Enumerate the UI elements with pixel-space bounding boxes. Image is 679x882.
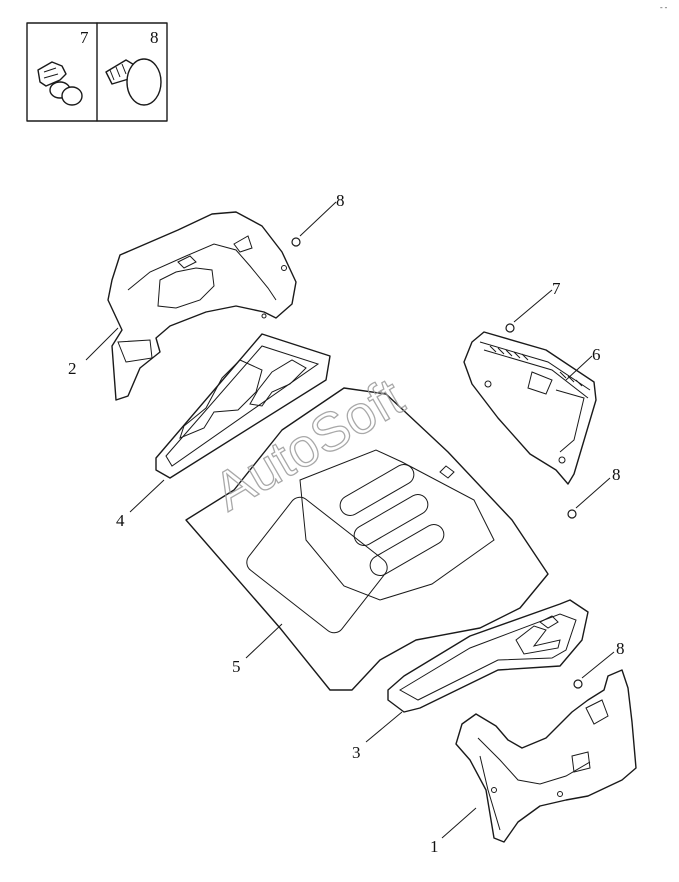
legend-number-8: 8 — [150, 28, 159, 47]
leader-7 — [513, 289, 553, 323]
part-2-rear-side-trim — [107, 211, 297, 401]
leader-2 — [85, 327, 119, 361]
leader-8-top — [299, 201, 337, 237]
leader-4 — [129, 479, 165, 513]
push-pin-8-right — [567, 509, 577, 519]
fastener-legend-box: 7 8 — [26, 22, 168, 122]
push-pin-8-bottom — [573, 679, 583, 689]
callout-4: 4 — [116, 511, 125, 530]
callout-6: 6 — [592, 345, 601, 364]
leader-6 — [565, 355, 593, 381]
legend-number-7: 7 — [80, 28, 89, 47]
part-4-floor-side-panel — [155, 333, 331, 479]
callout-8-top: 8 — [336, 191, 345, 210]
part-5-luggage-floor-mat — [185, 387, 549, 691]
corner-mark: - - — [660, 3, 668, 12]
clip-7-icon — [37, 61, 83, 106]
leader-3 — [365, 711, 403, 743]
part-1-front-side-trim — [455, 669, 637, 843]
callout-8-right: 8 — [612, 465, 621, 484]
callout-8-bottom: 8 — [616, 639, 625, 658]
callout-2: 2 — [68, 359, 77, 378]
leader-8-right — [575, 477, 611, 509]
leader-5 — [245, 623, 283, 659]
callout-3: 3 — [352, 743, 361, 762]
part-3-floor-side-panel — [387, 599, 589, 713]
leader-8-bottom — [581, 651, 615, 679]
push-pin-8-top — [291, 237, 301, 247]
callout-7: 7 — [552, 279, 561, 298]
callout-5: 5 — [232, 657, 241, 676]
push-pin-8-icon — [105, 58, 162, 106]
clip-7-right — [505, 323, 515, 333]
callout-1: 1 — [430, 837, 439, 856]
leader-1 — [441, 807, 477, 839]
part-6-rear-sill-trim — [463, 331, 597, 485]
